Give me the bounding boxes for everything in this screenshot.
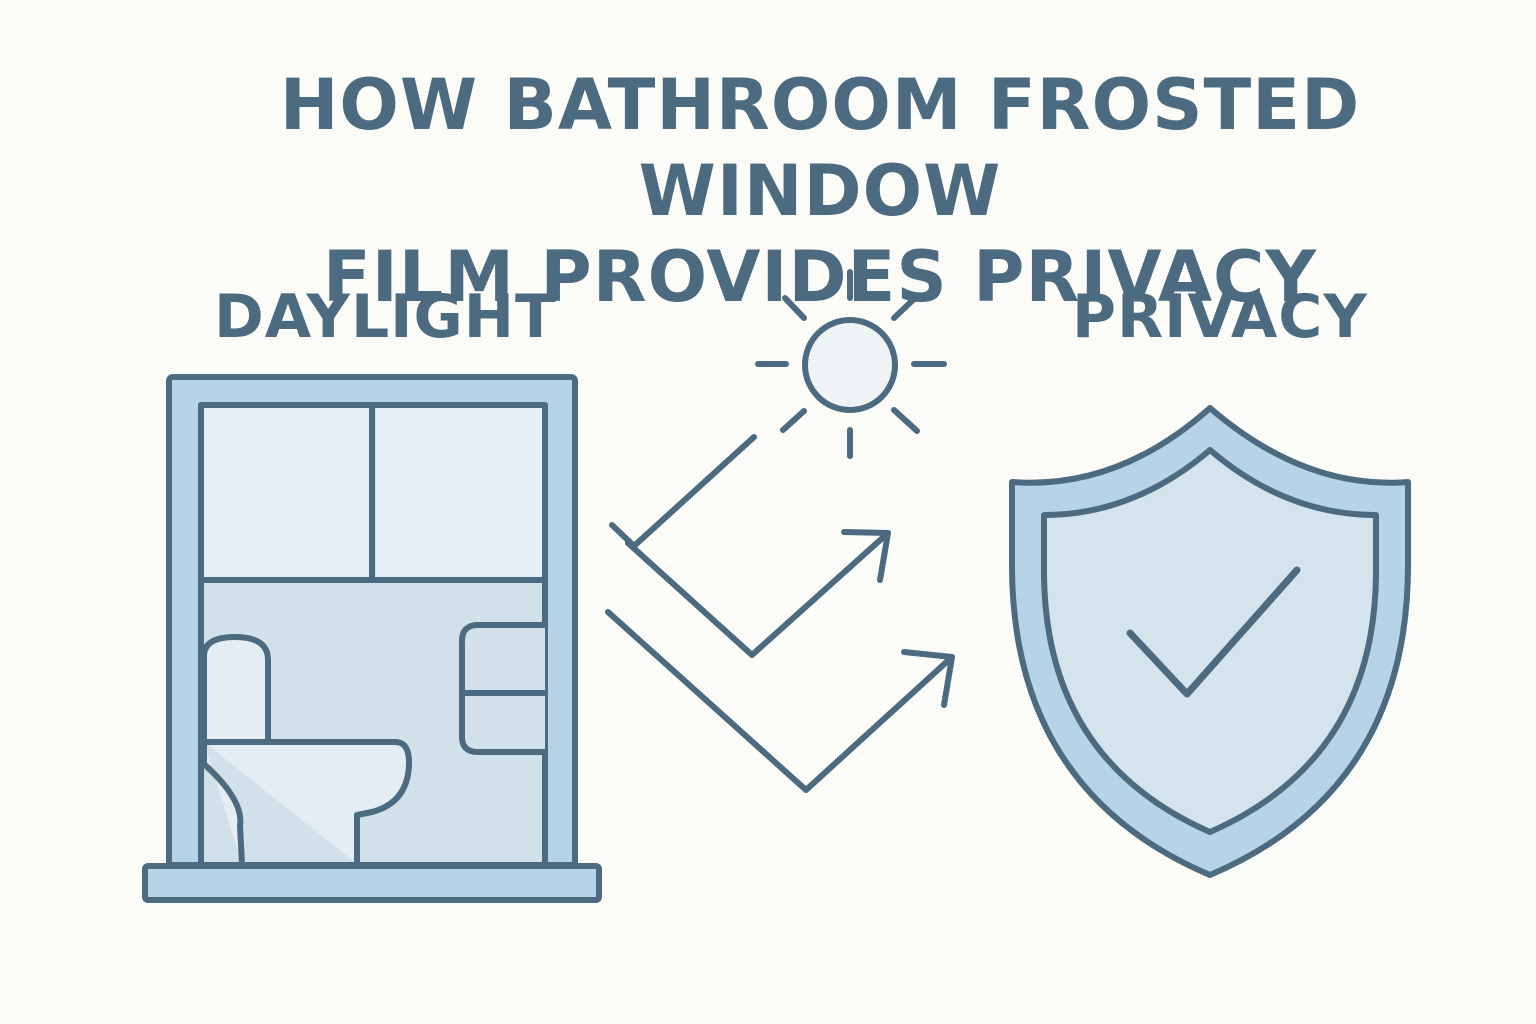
daylight-label: DAYLIGHT (214, 282, 557, 352)
privacy-label: PRIVACY (1072, 282, 1368, 352)
sun-icon (755, 269, 947, 459)
checkmark-icon (1126, 566, 1301, 698)
toilet-icon (201, 634, 412, 867)
page-title: HOW BATHROOM FROSTED WINDOW FILM PROVIDE… (120, 62, 1520, 320)
title-line-2: FILM PROVIDES PRIVACY (322, 236, 1318, 318)
arrow-icon (605, 434, 955, 793)
towel-rack-icon (459, 622, 548, 755)
title-line-1: HOW BATHROOM FROSTED WINDOW (279, 64, 1361, 232)
shield-icon (1008, 405, 1412, 878)
